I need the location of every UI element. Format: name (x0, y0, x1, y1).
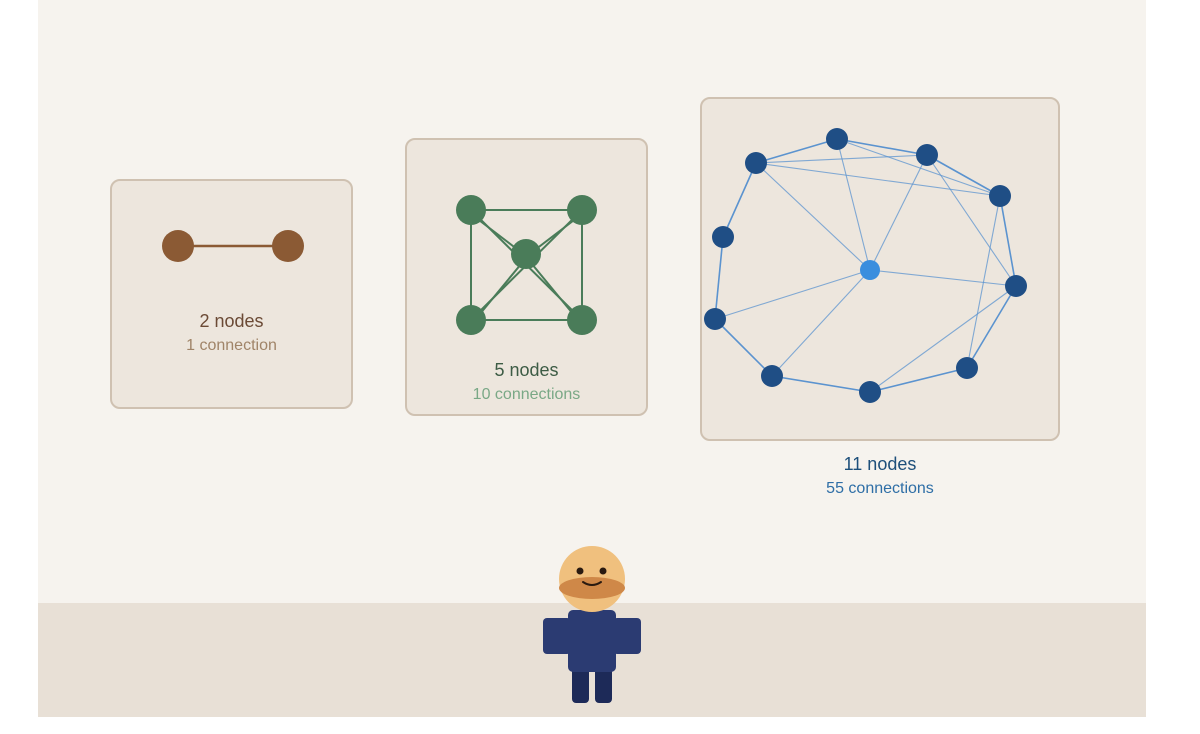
edge (755, 162, 1001, 197)
node (567, 305, 597, 335)
edge (926, 154, 1017, 287)
edge (869, 154, 928, 271)
edge (771, 269, 871, 377)
nodes-label: 2 nodes (199, 311, 264, 331)
edge (722, 162, 757, 238)
graph-11-nodes (704, 128, 1027, 403)
edge (869, 285, 1017, 393)
node (956, 357, 978, 379)
node (859, 381, 881, 403)
edge (714, 269, 871, 320)
edge (999, 195, 1017, 287)
node (761, 365, 783, 387)
edge (755, 162, 871, 271)
node (1005, 275, 1027, 297)
node (456, 305, 486, 335)
left-arm (543, 618, 571, 654)
edge (966, 285, 1017, 369)
node (511, 239, 541, 269)
node (272, 230, 304, 262)
edge (771, 375, 871, 393)
person-figure (543, 546, 641, 703)
connections-label: 10 connections (472, 386, 581, 403)
nodes-label: 5 nodes (494, 360, 559, 380)
node (567, 195, 597, 225)
smile (582, 581, 602, 586)
left-eye (576, 567, 584, 575)
right-eye (599, 567, 607, 575)
nodes-label: 11 nodes (843, 454, 917, 474)
graph-panel-2-nodes: 2 nodes 1 connection (110, 179, 353, 409)
edge (714, 236, 724, 320)
left-leg (572, 668, 589, 703)
edge (869, 367, 968, 393)
edge (526, 257, 579, 321)
torso (568, 610, 616, 672)
node (916, 144, 938, 166)
scene: 2 nodes 1 connection 5 nodes (38, 0, 1146, 717)
node (712, 226, 734, 248)
center-node (860, 260, 880, 280)
edge (869, 269, 1017, 287)
node (704, 308, 726, 330)
graph-panel-5-nodes: 5 nodes 10 connections (405, 138, 648, 416)
node (162, 230, 194, 262)
connections-label: 1 connection (186, 337, 277, 354)
edge (714, 318, 773, 377)
connections-label: 55 connections (826, 480, 934, 497)
edge (836, 138, 1001, 197)
node (989, 185, 1011, 207)
edge (836, 138, 871, 271)
graph-5-nodes (456, 195, 597, 335)
edge (836, 138, 928, 156)
graph-panel-11-nodes (700, 97, 1060, 441)
edge (926, 154, 1001, 197)
graph-2-nodes (162, 230, 304, 262)
node (456, 195, 486, 225)
right-leg (595, 668, 612, 703)
edge (755, 138, 838, 164)
node (745, 152, 767, 174)
beard (559, 577, 625, 599)
node (826, 128, 848, 150)
edge (474, 257, 527, 321)
right-arm (613, 618, 641, 654)
